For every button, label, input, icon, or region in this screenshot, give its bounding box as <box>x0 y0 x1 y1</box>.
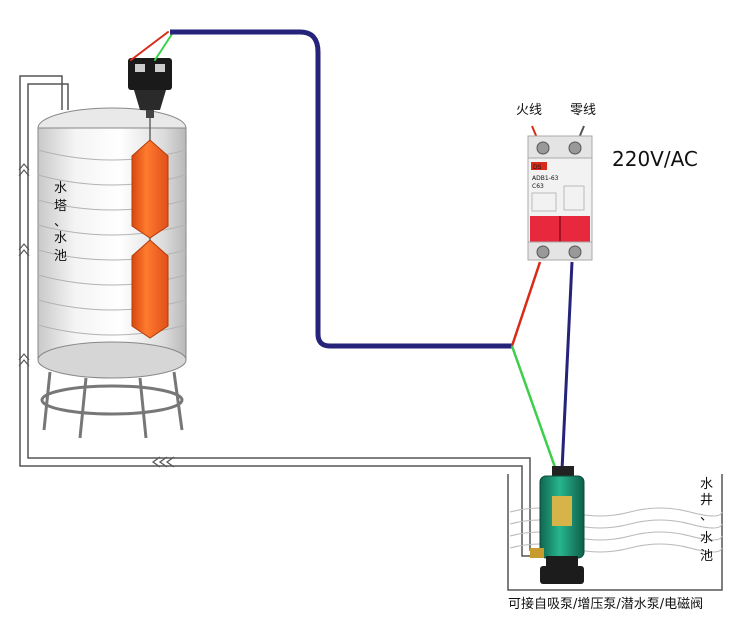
submersible-pump <box>530 466 585 584</box>
live-wire-label: 火线 <box>516 103 542 118</box>
flow-arrows <box>18 163 175 468</box>
upper-float <box>131 139 169 239</box>
live-wire-down <box>510 261 542 347</box>
well-label-1: 水 <box>700 477 713 492</box>
tank-label-1: 水 <box>54 181 67 196</box>
tank-label-5: 池 <box>54 249 67 264</box>
neutral-wire-controller <box>170 29 512 349</box>
neutral-wire-label: 零线 <box>570 103 596 118</box>
well-label-5: 池 <box>700 549 713 564</box>
controller-wires <box>130 31 173 61</box>
neutral-wire-pump <box>560 261 574 471</box>
well-label-4: 水 <box>700 531 713 546</box>
breaker-rating: C63 <box>532 183 544 190</box>
well-label-3: 、 <box>700 509 713 524</box>
lower-float <box>131 239 169 339</box>
tank-label-4: 水 <box>54 231 67 246</box>
voltage-label: 220V/AC <box>612 147 698 171</box>
ground-wire <box>510 345 558 471</box>
circuit-breaker: DS ADB1-63 C63 <box>527 135 593 261</box>
well-label-2: 井 <box>700 493 713 508</box>
tank-label-3: 、 <box>54 215 67 230</box>
tank-label-2: 塔 <box>54 199 67 214</box>
pump-compat-note: 可接自吸泵/增压泵/潜水泵/电磁阀 <box>508 596 703 612</box>
breaker-brand: DS <box>533 164 542 171</box>
breaker-model: ADB1-63 <box>532 175 559 182</box>
